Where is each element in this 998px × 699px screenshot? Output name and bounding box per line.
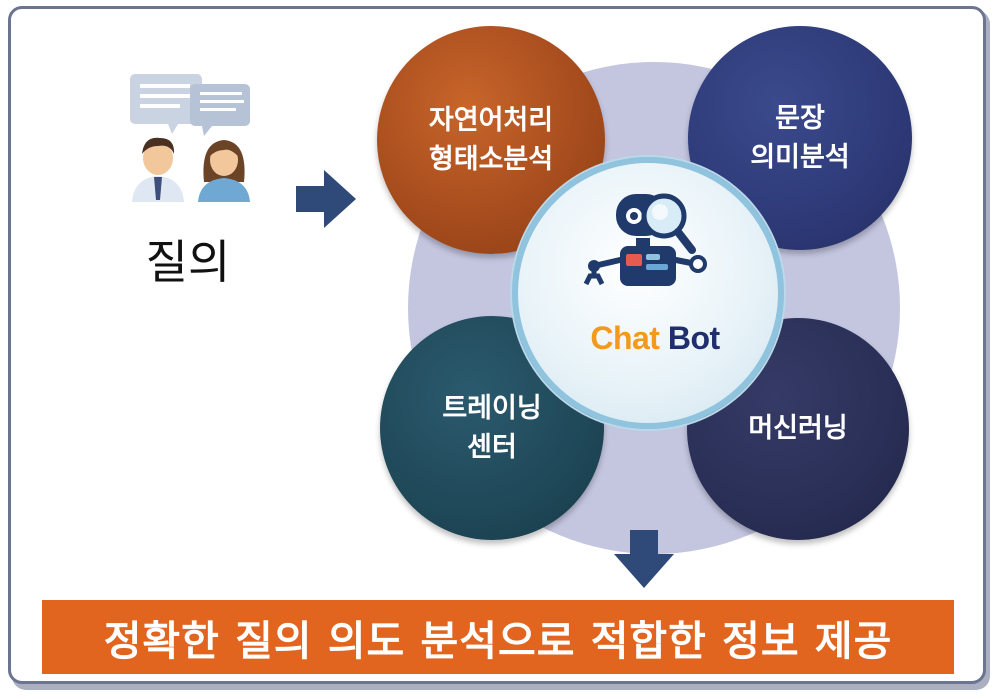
woman-icon — [198, 140, 250, 202]
chatbot-logo-part1: Chat — [590, 320, 660, 356]
chatbot-logo-part2: Bot — [667, 320, 720, 356]
chat-bubble-icon — [190, 84, 250, 136]
chatbot-logo: Chat Bot — [560, 320, 750, 357]
chatbot-center-circle — [512, 157, 784, 429]
node-label: 센터 — [467, 432, 517, 463]
conversation-icon — [130, 74, 250, 202]
man-icon — [132, 137, 184, 202]
chat-bubble-icon — [130, 74, 202, 134]
right-arrow-icon — [296, 170, 356, 228]
result-banner: 정확한 질의 의도 분석으로 적합한 정보 제공 — [42, 600, 954, 674]
node-label: 형태소분석 — [428, 144, 554, 175]
query-label: 질의 — [145, 235, 231, 289]
down-arrow-icon — [614, 530, 674, 588]
node-label: 의미분석 — [750, 142, 850, 173]
node-label: 머신러닝 — [748, 413, 848, 445]
node-label: 자연어처리 — [428, 104, 554, 136]
node-label: 트레이닝 — [442, 392, 542, 424]
result-text: 정확한 질의 의도 분석으로 적합한 정보 제공 — [103, 617, 893, 665]
node-label: 문장 — [775, 102, 825, 134]
magnifier-icon — [641, 193, 696, 254]
robot-icon — [583, 193, 707, 286]
